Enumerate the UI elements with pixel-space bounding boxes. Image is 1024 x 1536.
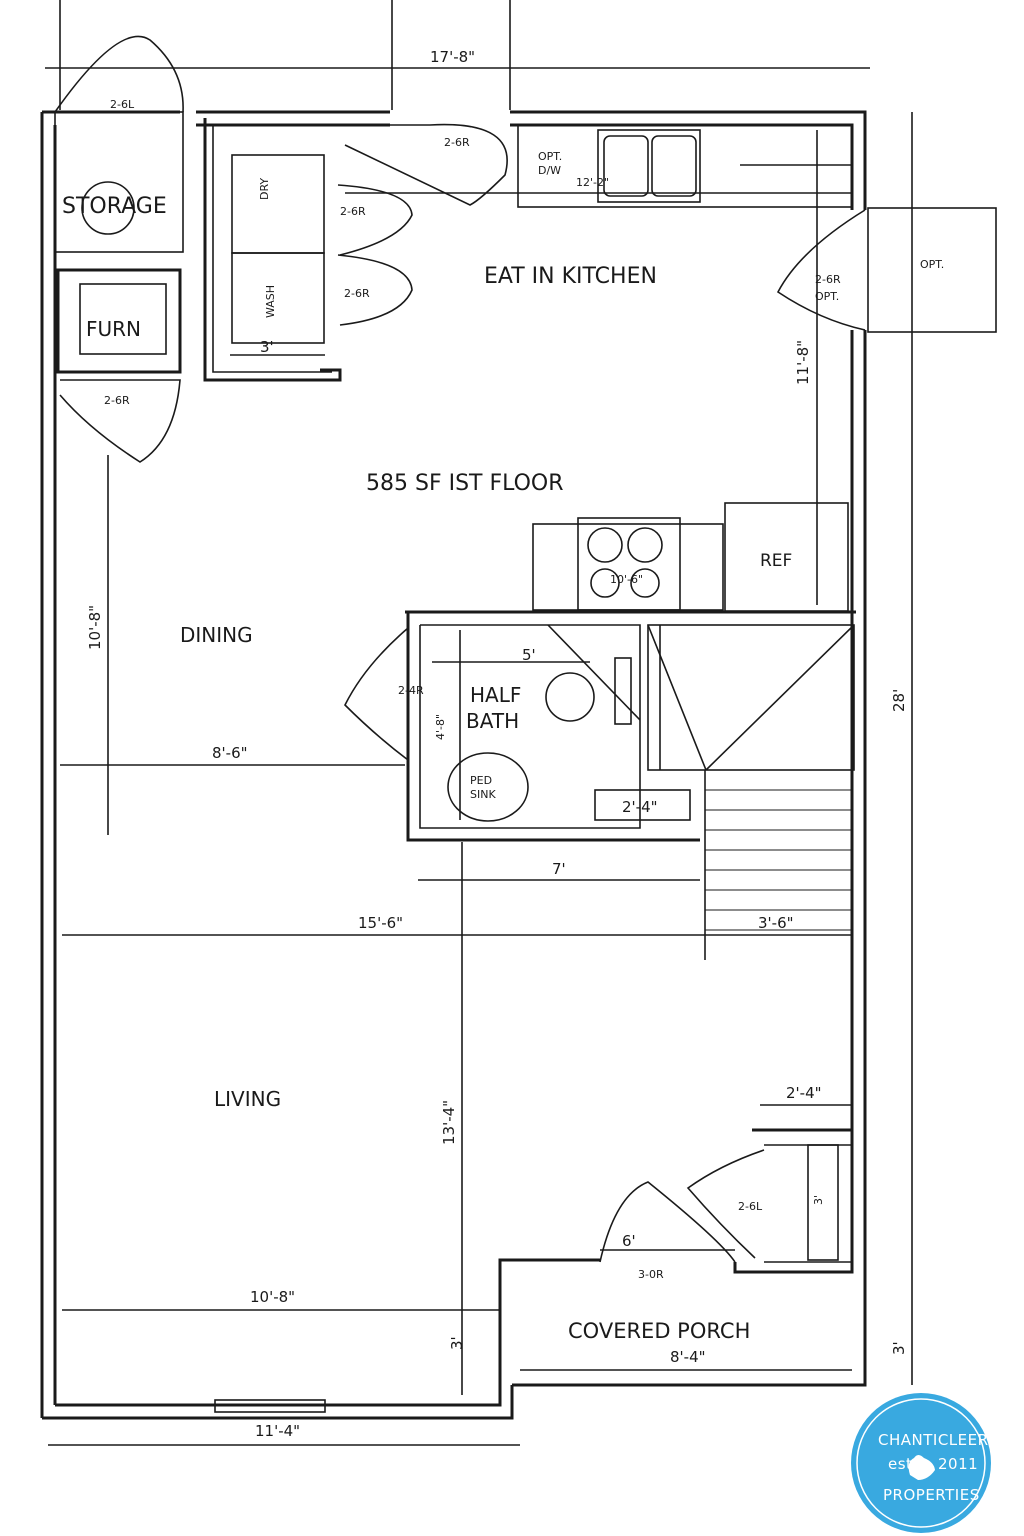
porch-door-dim: 6' [622,1232,636,1250]
dining-width-dim: 8'-6" [212,744,248,762]
door-label-3-0r: 3-0R [638,1268,664,1281]
logo-year: 2011 [938,1455,978,1473]
hall-dim: 7' [552,860,566,878]
door-label-2-6r-hall: 2-6R [444,136,470,149]
closet-depth-dim: 3' [812,1195,825,1205]
dryer-label: DRY [258,178,271,200]
optional-bumpout: OPT. 2-6R OPT. [776,207,997,333]
dw-label-2: D/W [538,164,561,177]
storage-area: 2-6L STORAGE [54,35,184,253]
living-width-dim: 15'-6" [358,914,403,932]
door-label-2-6l-top: 2-6L [110,98,135,111]
kitchen-counter: OPT. D/W 12'-2" [345,124,853,208]
room-furn-label: FURN [86,317,141,341]
ref-label: REF [760,551,792,571]
door-label-opt-small: OPT. [815,290,839,303]
half-bath: 5' 4'-8" HALF BATH PED SINK 2-4R [344,612,700,842]
bath-width-dim: 5' [522,646,536,664]
interior-dimensions: 10'-8" 8'-6" 7' 15'-6" 3'-6" 13'-4" 10'-… [48,112,913,1446]
kitchen-counter-dim: 12'-2" [576,176,609,189]
porch-depth-dim: 3' [448,1336,466,1350]
porch-width-left-dim: 10'-8" [250,1288,295,1306]
room-dining-label: DINING [180,623,253,647]
washer-label: WASH [264,285,277,318]
coat-closet: 3' 2-6L [686,1128,853,1263]
closet-width-dim: 2'-4" [786,1084,822,1102]
room-storage-label: STORAGE [62,194,167,219]
range-ref: 10'-6" REF [405,502,856,614]
porch: COVERED PORCH 8'-4" [520,1319,852,1371]
range-dim: 10'-6" [610,573,643,586]
hall-door: 2-6R [344,123,508,206]
dw-label-1: OPT. [538,150,562,163]
rooster-icon [908,1455,935,1480]
logo-line1: CHANTICLEER [878,1431,989,1449]
porch-door: 6' 3-0R [599,1181,736,1281]
bath-depth-dim: 4'-8" [434,714,447,740]
dining-depth-dim: 10'-8" [86,605,104,650]
furn-closet: FURN 2-6R [56,268,182,463]
room-kitchen-label: EAT IN KITCHEN [484,264,657,289]
room-living-label: LIVING [214,1087,281,1111]
bottom-width-dim: 11'-4" [255,1422,300,1440]
chanticleer-logo: CHANTICLEER PROPERTIES est. 2011 [851,1393,991,1533]
ped-sink-label-2: SINK [470,788,496,801]
half-bath-label-2: BATH [466,709,519,733]
half-bath-label-1: HALF [470,683,521,707]
stair: 2'-4" [594,624,855,960]
kitchen-side-dim: 11'-8" [794,130,818,605]
door-label-2-6r-furn: 2-6R [104,394,130,407]
porch-label: COVERED PORCH [568,1319,750,1343]
porch-width-dim: 8'-4" [670,1348,706,1366]
door-label-2-6r-wash: 2-6R [344,287,370,300]
living-depth-dim: 13'-4" [440,1100,458,1145]
kitchen-side-dim-label: 11'-8" [794,340,812,385]
overall-depth-dim: 28' [890,689,908,712]
laundry-dim: 3' [260,338,274,356]
door-label-2-6r-opt: 2-6R [815,273,841,286]
floor-area-label: 585 SF IST FLOOR [366,471,564,496]
opt-label: OPT. [920,258,944,271]
porch-side-dim: 3' [890,1341,908,1355]
ped-sink-label-1: PED [470,774,492,787]
door-label-2-6l-closet: 2-6L [738,1200,763,1213]
logo-line2: PROPERTIES [883,1486,980,1504]
door-label-2-6r-dry: 2-6R [340,205,366,218]
closet-dim: 2'-4" [622,798,658,816]
stair-dim: 3'-6" [758,914,794,932]
laundry: DRY WASH 3' 2-6R 2-6R [203,118,413,382]
overall-width-label: 17'-8" [430,48,475,66]
door-label-2-4r: 2-4R [398,684,424,697]
top-dimension: 17'-8" [45,0,870,110]
